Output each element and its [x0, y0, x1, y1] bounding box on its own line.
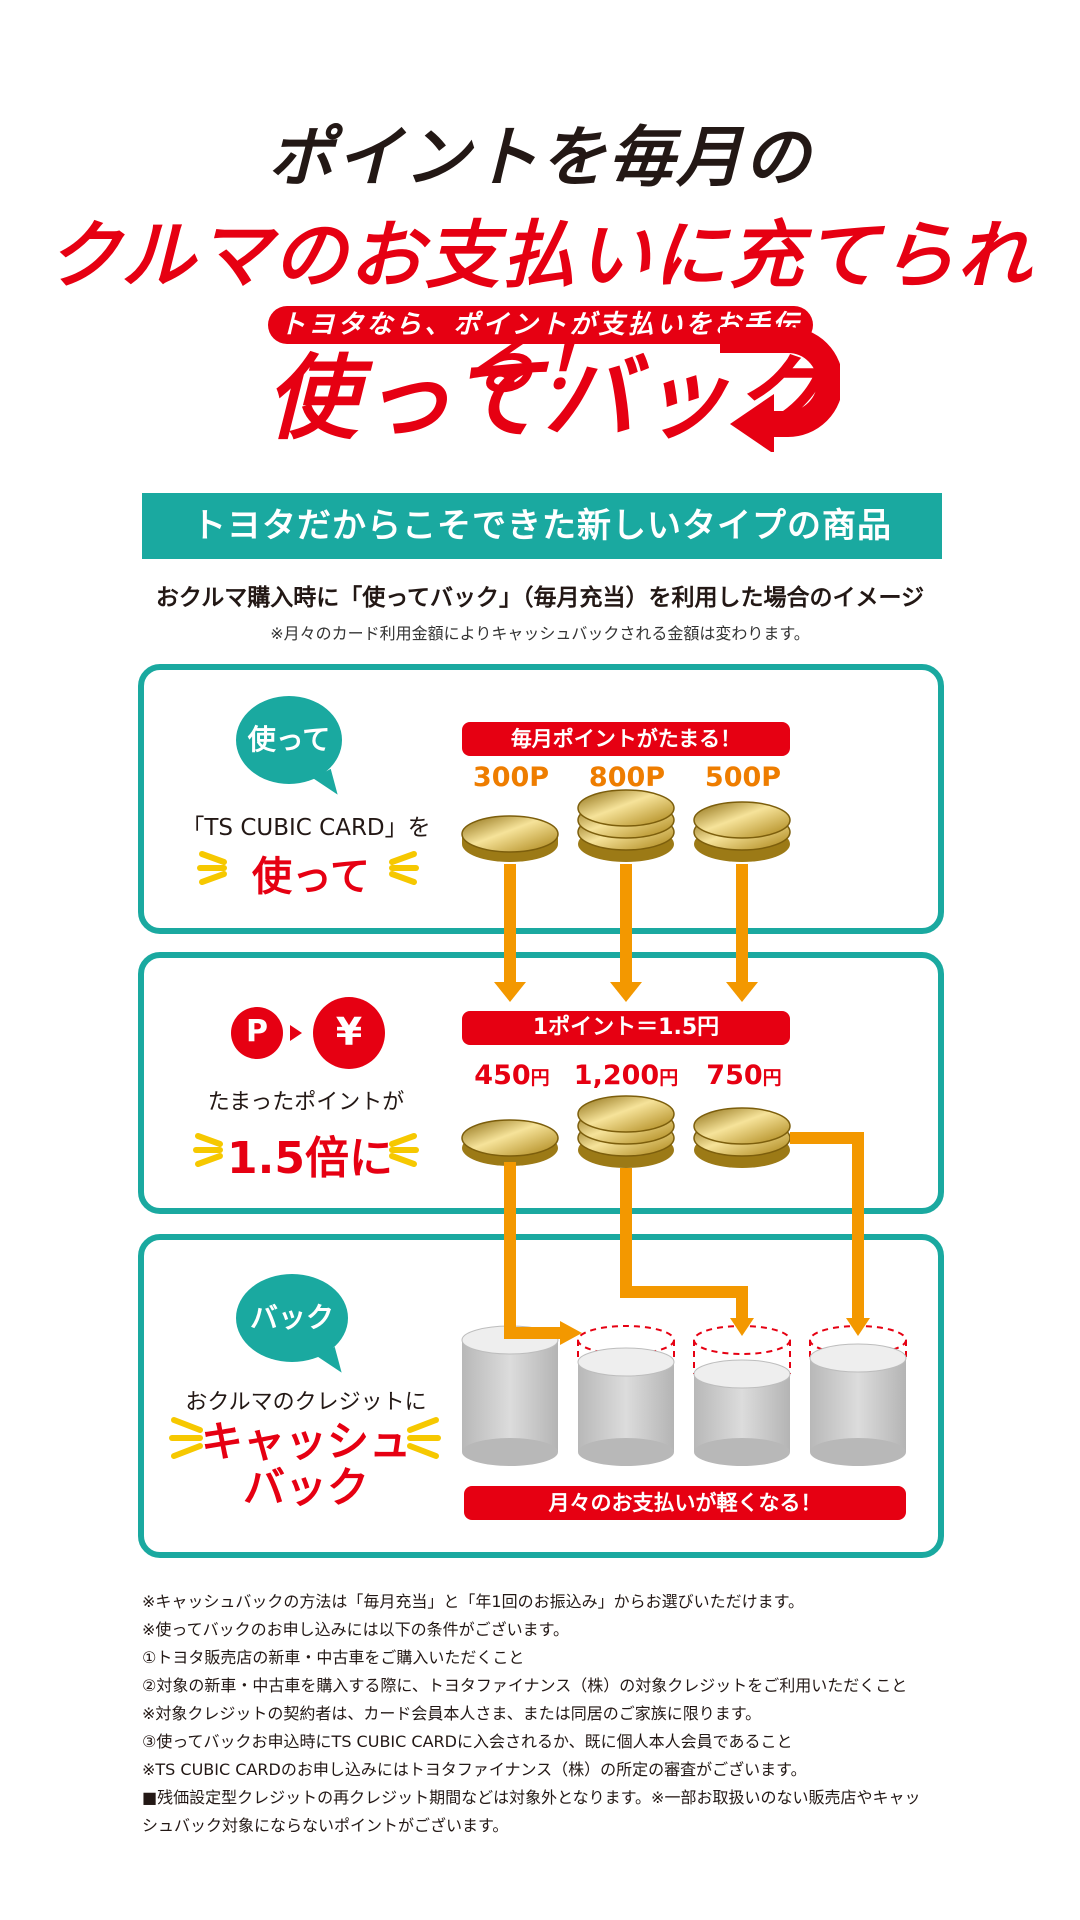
panel2-big: 1.5倍に	[227, 1133, 393, 1184]
coin-stack-450	[461, 1119, 559, 1166]
panel3-caption: おクルマのクレジットに	[185, 1390, 427, 1415]
points-1: 300P	[472, 762, 550, 793]
footnote: ②対象の新車・中古車を購入する際に、トヨタファイナンス（株）の対象クレジットをご…	[142, 1676, 908, 1695]
image-subheading: おクルマ購入時に「使ってバック」（毎月充当）を利用した場合のイメージ	[155, 585, 925, 611]
elbow-arrowheads	[560, 1318, 870, 1345]
coin-stack-500	[693, 801, 791, 862]
return-arrow-icon	[720, 327, 840, 452]
points-3: 500P	[704, 762, 782, 793]
coin-stack-800	[577, 789, 675, 862]
yen-badge-circle	[313, 997, 385, 1069]
panel1-big: 使って	[252, 854, 370, 900]
elbow-arrows	[504, 1132, 864, 1339]
panel3-big-line2: バック	[242, 1463, 369, 1512]
coin-stack-750	[693, 1107, 791, 1168]
panel1-caption: 「TS CUBIC CARD」を	[181, 815, 431, 841]
cylinder-full	[461, 1325, 559, 1466]
coin-stack-1200	[577, 1095, 675, 1168]
cylinder-reduced-1	[577, 1325, 675, 1466]
bubble-back: バック	[236, 1274, 348, 1362]
image-subnote: ※月々のカード利用金額によりキャッシュバックされる金額は変わります。	[270, 624, 810, 643]
cylinder-reduced-3	[809, 1325, 907, 1466]
bubble-use: 使って	[236, 696, 342, 784]
footnote: ①トヨタ販売店の新車・中古車をご購入いただくこと	[142, 1648, 525, 1667]
footnote: ③使ってバックお申込時にTS CUBIC CARDに入会されるか、既に個人本人会…	[142, 1732, 793, 1751]
panel1-pill: 毎月ポイントがたまる！	[462, 722, 790, 756]
points-2: 800P	[588, 762, 666, 793]
footnotes: ※キャッシュバックの方法は「毎月充当」と「年1回のお振込み」からお選びいただけま…	[142, 1588, 962, 1840]
panel2-caption: たまったポイントが	[207, 1090, 405, 1115]
footnote: ※キャッシュバックの方法は「毎月充当」と「年1回のお振込み」からお選びいただけま…	[142, 1592, 804, 1611]
point-badge-letter: P	[246, 1014, 268, 1049]
panel2-pill: 1ポイント＝1.5円	[462, 1011, 790, 1045]
amount-2: 1,200円	[573, 1060, 679, 1091]
amount-3: 750円	[706, 1060, 782, 1091]
panel3-big-line1: キャッシュ	[200, 1417, 411, 1466]
amount-1: 450円	[474, 1060, 550, 1091]
burst-rays	[169, 851, 441, 1459]
headline-line1: ポイントを毎月の	[268, 119, 812, 196]
footnote: ※対象クレジットの契約者は、カード会員本人さま、または同居のご家族に限ります。	[142, 1704, 762, 1723]
down-arrows	[494, 864, 758, 1002]
logo-tagline: トヨタなら、ポイントが支払いをお手伝い	[268, 306, 813, 378]
footnote: ※使ってバックのお申し込みには以下の条件がございます。	[142, 1620, 570, 1639]
coin-stack-300	[461, 815, 559, 862]
footnote: ※TS CUBIC CARDのお申し込みにはトヨタファイナンス（株）の所定の審査…	[142, 1760, 807, 1779]
headline-line2: クルマのお支払いに充てられる！	[47, 213, 1033, 406]
footnote: ■残価設定型クレジットの再クレジット期間などは対象外となります。※一部お取扱いの…	[142, 1788, 921, 1807]
cylinder-reduced-2	[693, 1325, 791, 1466]
panel-multiply	[138, 952, 944, 1214]
panel3-pill: 月々のお支払いが軽くなる！	[464, 1486, 906, 1520]
product-type-banner: トヨタだからこそできた新しいタイプの商品	[142, 493, 942, 559]
small-triangle-icon	[290, 1025, 302, 1041]
point-badge-circle	[231, 1007, 283, 1059]
logo-name: 使ってバック	[266, 345, 826, 452]
footnote: シュバック対象にならないポイントがございます。	[142, 1816, 509, 1835]
yen-badge-symbol: ¥	[335, 1010, 363, 1054]
